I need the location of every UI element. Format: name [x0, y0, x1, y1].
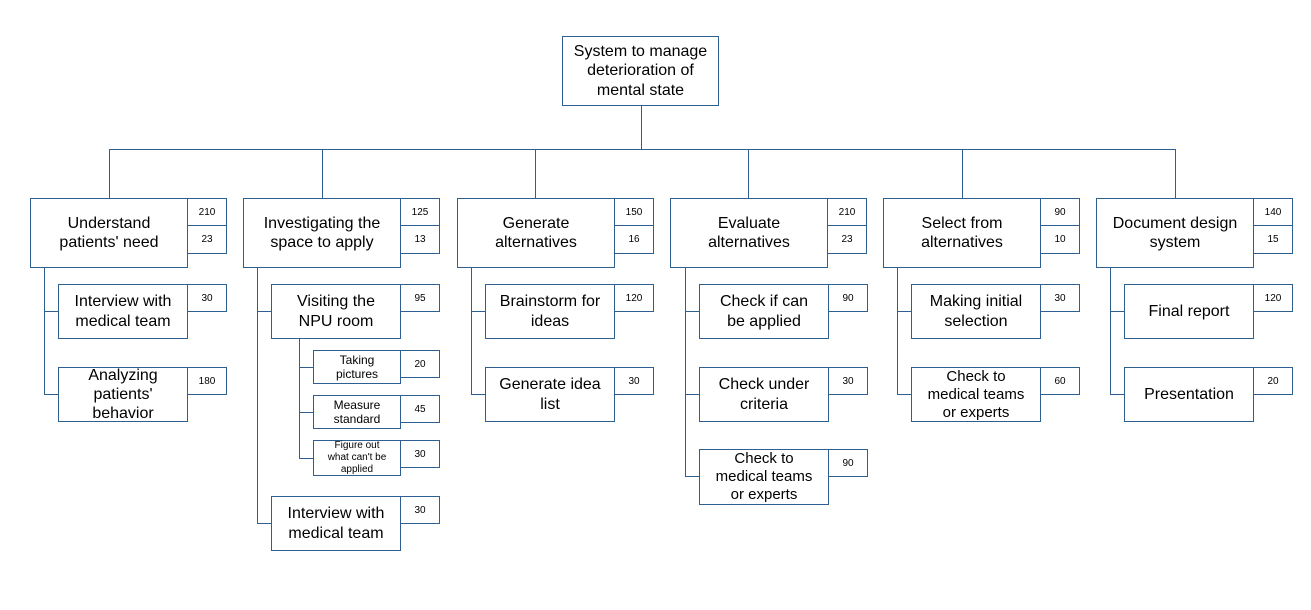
connector-line	[44, 394, 59, 396]
connector-line	[685, 311, 700, 313]
branch-node-investigating: Investigating the space to apply	[243, 198, 401, 268]
connector-line	[299, 412, 314, 414]
task-value: 30	[828, 367, 868, 395]
task-node: Generate idea list	[485, 367, 615, 422]
task-node: Check to medical teams or experts	[699, 449, 829, 505]
task-node: Presentation	[1124, 367, 1254, 422]
branch-value-b: 16	[614, 225, 654, 254]
branch-node-evaluate: Evaluate alternatives	[670, 198, 828, 268]
branch-value-a: 210	[827, 198, 867, 226]
connector-line	[535, 149, 537, 199]
branch-value-b: 10	[1040, 225, 1080, 254]
connector-line	[962, 149, 964, 199]
task-node: Interview with medical team	[271, 496, 401, 551]
task-node: Final report	[1124, 284, 1254, 339]
branch-node-select: Select from alternatives	[883, 198, 1041, 268]
connector-line	[299, 458, 314, 460]
task-value: 90	[828, 449, 868, 477]
connector-line	[299, 367, 314, 369]
branch-value-a: 210	[187, 198, 227, 226]
task-value: 120	[614, 284, 654, 312]
connector-line	[748, 149, 750, 199]
task-node: Interview with medical team	[58, 284, 188, 339]
subtask-value: 45	[400, 395, 440, 423]
branch-value-b: 23	[827, 225, 867, 254]
task-node: Check if can be applied	[699, 284, 829, 339]
connector-line	[44, 311, 59, 313]
branch-value-a: 125	[400, 198, 440, 226]
branch-value-a: 150	[614, 198, 654, 226]
task-value: 30	[187, 284, 227, 312]
task-value: 30	[400, 496, 440, 524]
connector-line	[641, 105, 643, 150]
task-value: 60	[1040, 367, 1080, 395]
connector-line	[1175, 149, 1177, 199]
task-value: 180	[187, 367, 227, 395]
connector-line	[685, 394, 700, 396]
connector-line	[109, 149, 111, 199]
task-value: 90	[828, 284, 868, 312]
connector-line	[471, 311, 486, 313]
connector-line	[109, 149, 1176, 151]
subtask-node: Figure out what can't be applied	[313, 440, 401, 476]
task-node: Brainstorm for ideas	[485, 284, 615, 339]
task-node: Check to medical teams or experts	[911, 367, 1041, 422]
branch-value-b: 23	[187, 225, 227, 254]
branch-node-generate: Generate alternatives	[457, 198, 615, 268]
connector-line	[685, 476, 700, 478]
task-value: 30	[614, 367, 654, 395]
connector-line	[1110, 267, 1112, 395]
task-value: 30	[1040, 284, 1080, 312]
task-value: 120	[1253, 284, 1293, 312]
connector-line	[257, 311, 272, 313]
connector-line	[471, 394, 486, 396]
subtask-value: 30	[400, 440, 440, 468]
connector-line	[897, 394, 912, 396]
subtask-node: Measure standard	[313, 395, 401, 429]
connector-line	[299, 338, 301, 459]
connector-line	[471, 267, 473, 395]
connector-line	[685, 267, 687, 477]
subtask-value: 20	[400, 350, 440, 378]
branch-value-a: 90	[1040, 198, 1080, 226]
connector-line	[257, 267, 259, 524]
connector-line	[1110, 394, 1125, 396]
branch-value-a: 140	[1253, 198, 1293, 226]
branch-value-b: 15	[1253, 225, 1293, 254]
task-value: 95	[400, 284, 440, 312]
task-node: Analyzing patients' behavior	[58, 367, 188, 422]
connector-line	[897, 311, 912, 313]
connector-line	[44, 267, 46, 395]
root-node: System to manage deterioration of mental…	[562, 36, 719, 106]
task-node: Making initial selection	[911, 284, 1041, 339]
subtask-node: Taking pictures	[313, 350, 401, 384]
task-node: Visiting the NPU room	[271, 284, 401, 339]
connector-line	[257, 523, 272, 525]
task-node: Check under criteria	[699, 367, 829, 422]
connector-line	[897, 267, 899, 395]
branch-node-document: Document design system	[1096, 198, 1254, 268]
branch-value-b: 13	[400, 225, 440, 254]
branch-node-understand: Understand patients' need	[30, 198, 188, 268]
task-value: 20	[1253, 367, 1293, 395]
connector-line	[1110, 311, 1125, 313]
connector-line	[322, 149, 324, 199]
